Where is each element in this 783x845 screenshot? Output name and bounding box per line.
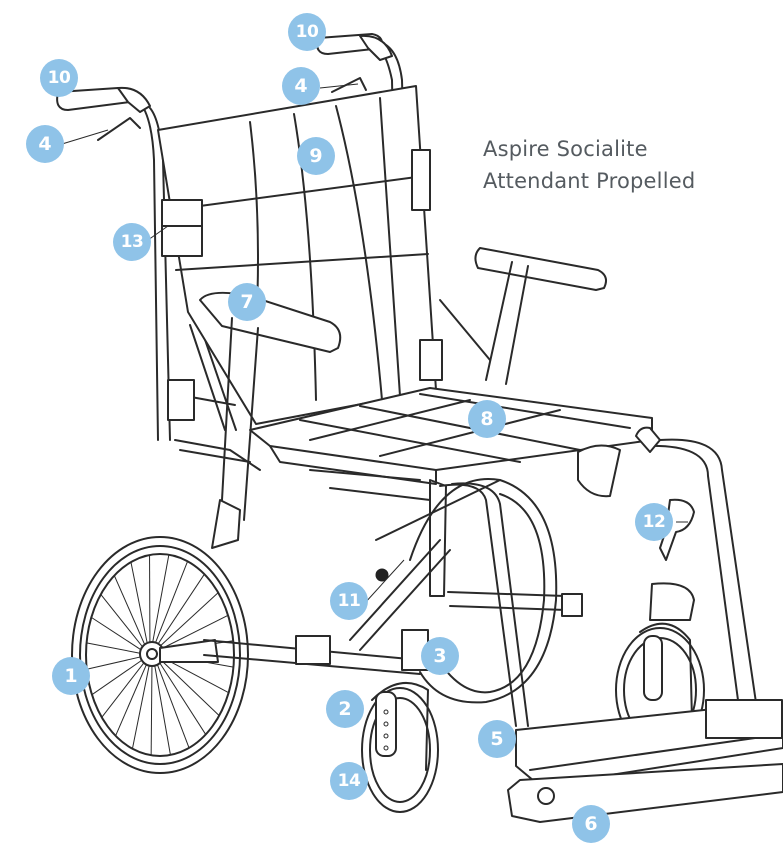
callout-5: 5	[478, 720, 516, 758]
caption-line-2: Attendant Propelled	[483, 165, 695, 197]
product-caption: Aspire Socialite Attendant Propelled	[483, 133, 695, 197]
callout-11: 11	[330, 582, 368, 620]
callout-14: 14	[330, 762, 368, 800]
callout-12: 12	[635, 503, 673, 541]
callout-7: 7	[228, 283, 266, 321]
front-castor	[362, 683, 438, 812]
callout-10-left: 10	[40, 59, 78, 97]
callout-9: 9	[297, 137, 335, 175]
callout-3: 3	[421, 637, 459, 675]
caption-line-1: Aspire Socialite	[483, 133, 695, 165]
callout-10-right: 10	[288, 13, 326, 51]
callout-1: 1	[52, 657, 90, 695]
callout-13: 13	[113, 223, 151, 261]
footrests	[508, 428, 783, 822]
rear-wheel	[72, 537, 248, 773]
backrest	[158, 86, 442, 424]
callout-4-right: 4	[282, 67, 320, 105]
callout-6: 6	[572, 805, 610, 843]
callout-8: 8	[468, 400, 506, 438]
callout-4-left: 4	[26, 125, 64, 163]
callout-2: 2	[326, 690, 364, 728]
